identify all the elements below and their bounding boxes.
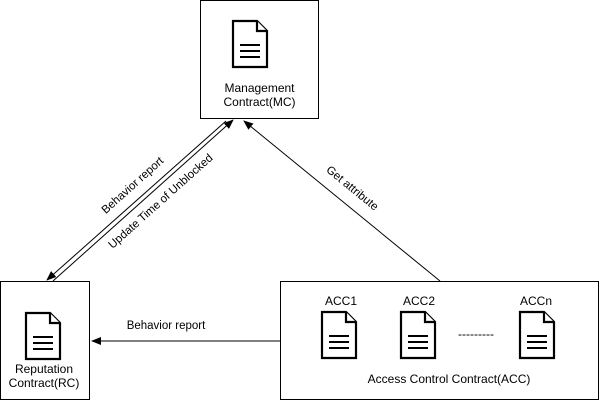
access-control-label: Access Control Contract(ACC): [368, 372, 531, 386]
management-contract-node: Management Contract(MC): [200, 0, 319, 119]
access-control-contract-node: ACC1 ACC2 ACCn --------- Access Control …: [280, 281, 599, 400]
reputation-label-line1: Reputation: [15, 362, 73, 376]
acc1-label: ACC1: [325, 294, 357, 308]
edge-acc-to-mc: [243, 120, 441, 282]
document-icon: [399, 310, 437, 360]
edge-rc-to-mc: [52, 119, 234, 282]
document-icon: [518, 310, 556, 360]
edge-mc-to-rc: [46, 120, 227, 281]
edge-label-behavior-report-acc: Behavior report: [127, 320, 206, 332]
accn-label: ACCn: [520, 294, 552, 308]
acc2-label: ACC2: [403, 294, 435, 308]
document-icon: [320, 310, 358, 360]
edge-label-get-attribute: Get attribute: [324, 164, 381, 213]
acc-ellipsis: ---------: [458, 327, 494, 341]
management-label-line1: Management: [224, 81, 295, 95]
document-icon: [231, 19, 269, 69]
document-icon: [24, 311, 62, 361]
reputation-label-line2: Contract(RC): [9, 376, 80, 390]
management-label-line2: Contract(MC): [223, 95, 295, 109]
reputation-contract-node: Reputation Contract(RC): [0, 281, 90, 400]
